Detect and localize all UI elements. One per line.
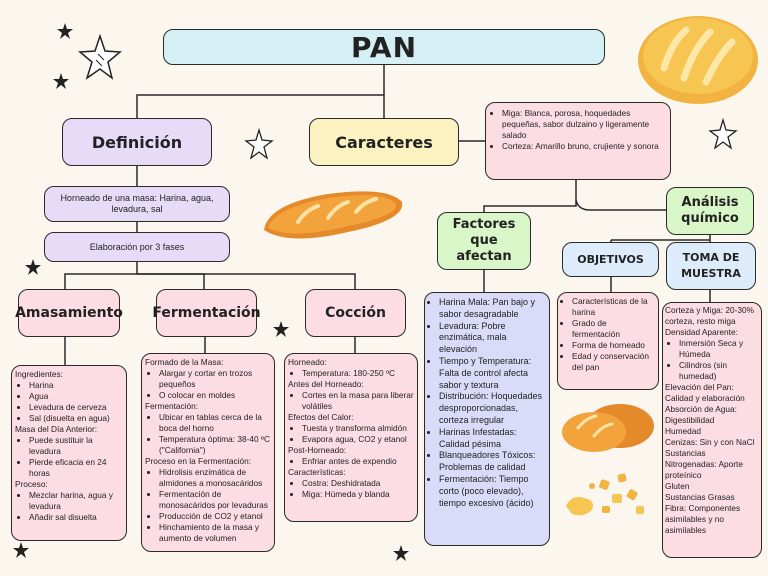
section-heading: Ingredientes: xyxy=(15,369,63,379)
list-item: Pierde eficacia en 24 horas xyxy=(29,457,123,479)
analisis-header: Análisis químico xyxy=(666,187,754,235)
bread-crumbs-icon xyxy=(566,473,644,516)
toma-line: Cenizas: Sin y con NaCl xyxy=(665,437,755,447)
list-item: Inmersión Seca y Húmeda xyxy=(679,338,759,360)
toma-box: Corteza y Miga: 20-30% corteza, resto mi… xyxy=(662,302,762,558)
toma-line: Elevación del Pan: Calidad y elaboración xyxy=(665,382,745,403)
list-item: Tiempo y Temperatura: Falta de control a… xyxy=(439,356,545,391)
factores-box: Harina Mala: Pan bajo y sabor desagradab… xyxy=(424,292,550,546)
list-item: Harinas Infestadas: Calidad pésima xyxy=(439,427,545,451)
toma-line: Sustancias Grasas xyxy=(665,492,735,502)
list-item: Agua xyxy=(29,391,123,402)
list-item: Añadir sal disuelta xyxy=(29,512,123,523)
section-heading: Masa del Día Anterior: xyxy=(15,424,98,434)
toma-header: TOMA DE MUESTRA xyxy=(666,242,756,290)
list-item: Hidrolisis enzimática de almidones a mon… xyxy=(159,467,271,489)
fermentacion-header: Fermentación xyxy=(152,289,261,337)
list-item: Costra: Deshidratada xyxy=(302,478,414,489)
small-star-icon xyxy=(25,259,41,275)
caracteres-box: Miga: Blanca, porosa, hoquedades pequeña… xyxy=(485,102,671,180)
section-heading: Características: xyxy=(288,467,346,477)
list-item: Puede sustituir la levadura xyxy=(29,435,123,457)
list-item: Grado de fermentación xyxy=(572,318,656,340)
section-heading: Proceso: xyxy=(15,479,48,489)
list-item: Alargar y cortar en trozos pequeños xyxy=(159,368,271,390)
section-heading: Proceso en la Fermentación: xyxy=(145,456,252,466)
toma-line: Gluten xyxy=(665,481,690,491)
objetivos-header: OBJETIVOS xyxy=(562,242,659,277)
toma-line: Humedad xyxy=(665,426,701,436)
list-item: Levadura de cerveza xyxy=(29,402,123,413)
list-item: Hinchamiento de la masa y aumento de vol… xyxy=(159,522,271,544)
list-item: Cilindros (sin humedad) xyxy=(679,360,759,382)
list-item: Tuesta y transforma almidón xyxy=(302,423,414,434)
round-bread-icon xyxy=(638,16,758,104)
list-item: Fermentación: Tiempo corto (poco elevado… xyxy=(439,474,545,509)
list-item: Levadura: Pobre enzimática, mala elevaci… xyxy=(439,321,545,356)
list-item: Mezclar harina, agua y levadura xyxy=(29,490,123,512)
toma-line: Absorción de Agua: Digestibilidad xyxy=(665,404,737,425)
fermentacion-box: Formado de la Masa: Alargar y cortar en … xyxy=(141,353,275,552)
list-item: Temperatura: 180-250 ºC xyxy=(302,368,414,379)
list-item: Blanqueadores Tóxicos: Problemas de cali… xyxy=(439,450,545,474)
small-star-icon xyxy=(13,542,29,558)
baguette-icon xyxy=(264,191,403,239)
coccion-box: Horneado: Temperatura: 180-250 ºC Antes … xyxy=(284,353,418,522)
list-item: Harina xyxy=(29,380,123,391)
definicion-header: Definición xyxy=(62,118,212,166)
caracteres-header: Caracteres xyxy=(309,118,459,166)
list-item: Producción de CO2 y etanol xyxy=(159,511,271,522)
list-item: Harina Mala: Pan bajo y sabor desagradab… xyxy=(439,297,545,321)
list-item: Miga: Húmeda y blanda xyxy=(302,489,414,500)
list-item: Características de la harina xyxy=(572,296,656,318)
star-icon xyxy=(78,34,122,80)
small-star-icon xyxy=(53,73,69,89)
list-item: Enfriar antes de expendio xyxy=(302,456,414,467)
list-item: Ubicar en tablas cerca de la boca del ho… xyxy=(159,412,271,434)
section-heading: Densidad Aparente: xyxy=(665,327,738,337)
section-heading: Fermentación: xyxy=(145,401,199,411)
star-outline-icon xyxy=(708,118,738,150)
page-title: PAN xyxy=(163,29,605,65)
list-item: Edad y conservación del pan xyxy=(572,351,656,373)
caracteres-item: Corteza: Amarillo bruno, crujiente y son… xyxy=(502,141,664,152)
toma-line: Sustancias Nitrogenadas: Aporte proteíni… xyxy=(665,448,743,480)
factores-header: Factores que afectan xyxy=(437,212,531,270)
coccion-header: Cocción xyxy=(305,289,406,337)
list-item: O colocar en moldes xyxy=(159,390,271,401)
section-heading: Antes del Horneado: xyxy=(288,379,364,389)
fases-text: Elaboración por 3 fases xyxy=(44,232,230,262)
section-heading: Post-Horneado: xyxy=(288,445,347,455)
definicion-text: Horneado de una masa: Harina, agua, leva… xyxy=(44,186,230,222)
list-item: Evapora agua, CO2 y etanol xyxy=(302,434,414,445)
bread-rolls-icon xyxy=(562,404,654,452)
list-item: Fermentación de monosacáridos por levadu… xyxy=(159,489,271,511)
list-item: Temperatura óptima: 38-40 ºC ("Californi… xyxy=(159,434,271,456)
section-heading: Horneado: xyxy=(288,357,327,367)
list-item: Distribución: Hoquedades desproporcionad… xyxy=(439,391,545,426)
objetivos-box: Características de la harina Grado de fe… xyxy=(557,292,659,390)
toma-line: Fibra: Componentes asimilables y no asim… xyxy=(665,503,741,535)
small-star-icon xyxy=(57,23,73,39)
caracteres-item: Miga: Blanca, porosa, hoquedades pequeña… xyxy=(502,108,664,141)
list-item: Forma de horneado xyxy=(572,340,656,351)
list-item: Sal (disuelta en agua) xyxy=(29,413,123,424)
section-heading: Efectos del Calor: xyxy=(288,412,354,422)
section-heading: Formado de la Masa: xyxy=(145,357,224,367)
small-star-icon xyxy=(393,545,409,561)
list-item: Cortes en la masa para liberar volátiles xyxy=(302,390,414,412)
small-star-icon xyxy=(273,321,289,337)
star-outline-icon xyxy=(244,128,274,160)
amasamiento-header: Amasamiento xyxy=(15,289,123,337)
amasamiento-box: Ingredientes: Harina Agua Levadura de ce… xyxy=(11,365,127,541)
toma-intro: Corteza y Miga: 20-30% corteza, resto mi… xyxy=(665,305,755,326)
